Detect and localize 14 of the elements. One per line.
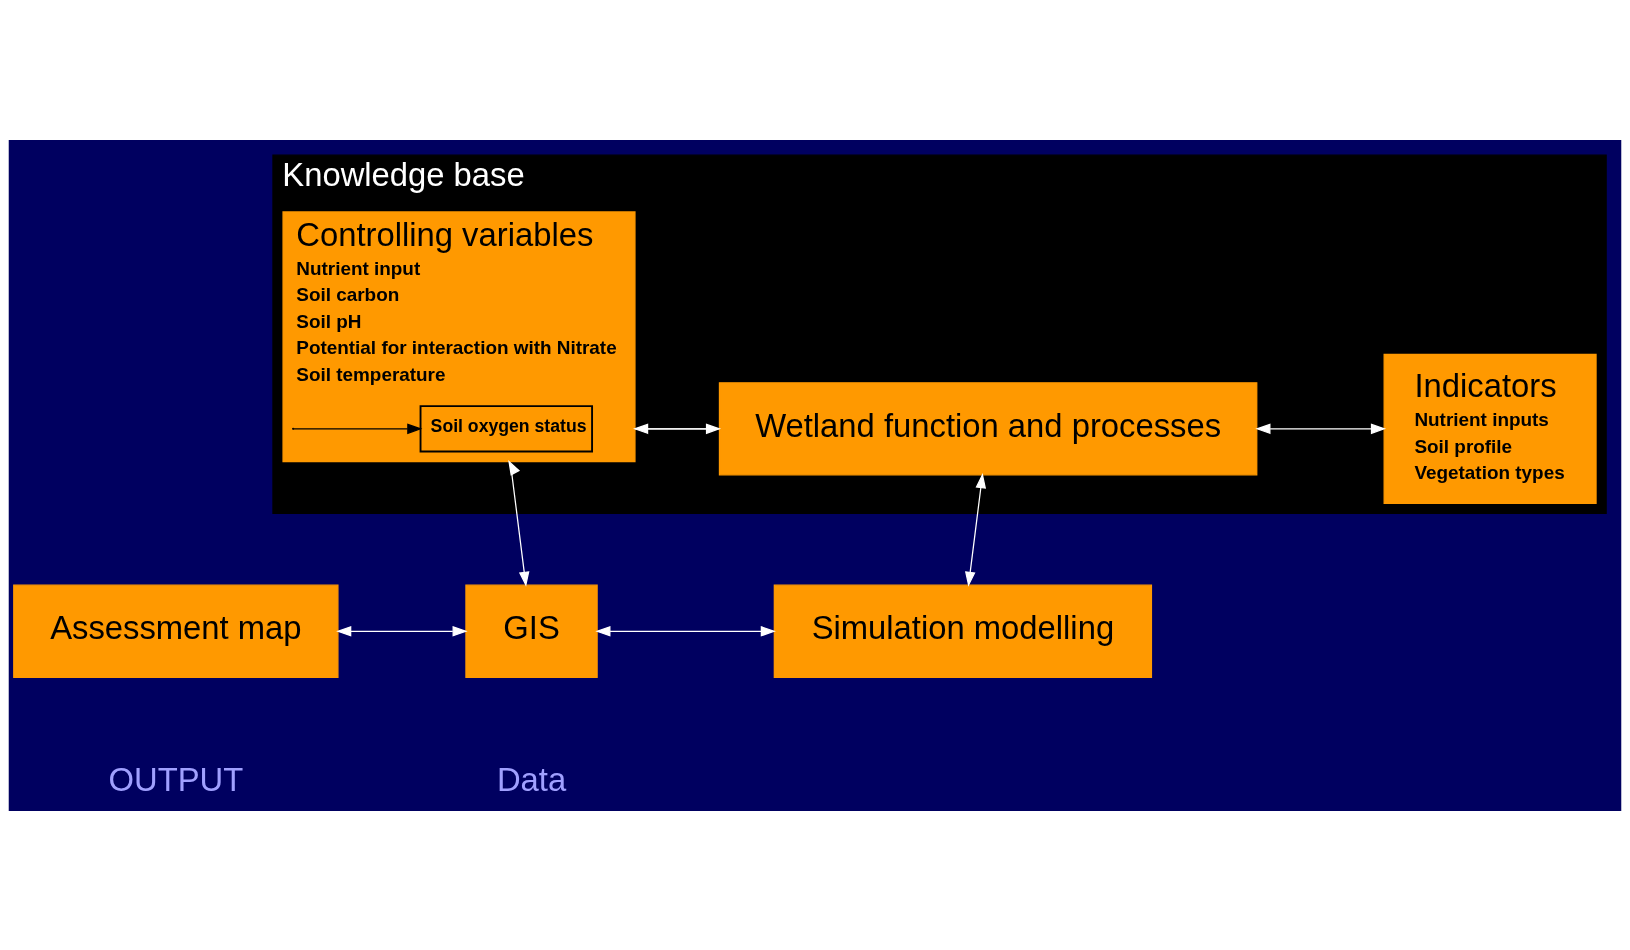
arrow [293, 423, 423, 434]
node-box: Indicators Nutrient inputs Soil profile Vegetation types [1383, 353, 1597, 504]
arrow [508, 459, 530, 587]
label: Data [496, 760, 567, 798]
label: OUTPUT [108, 760, 244, 798]
node-box: Simulation modelling [773, 584, 1153, 678]
arrow [595, 625, 776, 637]
node-box: GIS [465, 584, 598, 678]
node-box: Assessment map [13, 584, 339, 678]
node-box: Soil oxygen status [419, 404, 593, 452]
arrow [1255, 423, 1387, 434]
node-box: Wetland function and processes [718, 381, 1258, 475]
arrow [964, 472, 987, 587]
arrow [336, 625, 468, 637]
